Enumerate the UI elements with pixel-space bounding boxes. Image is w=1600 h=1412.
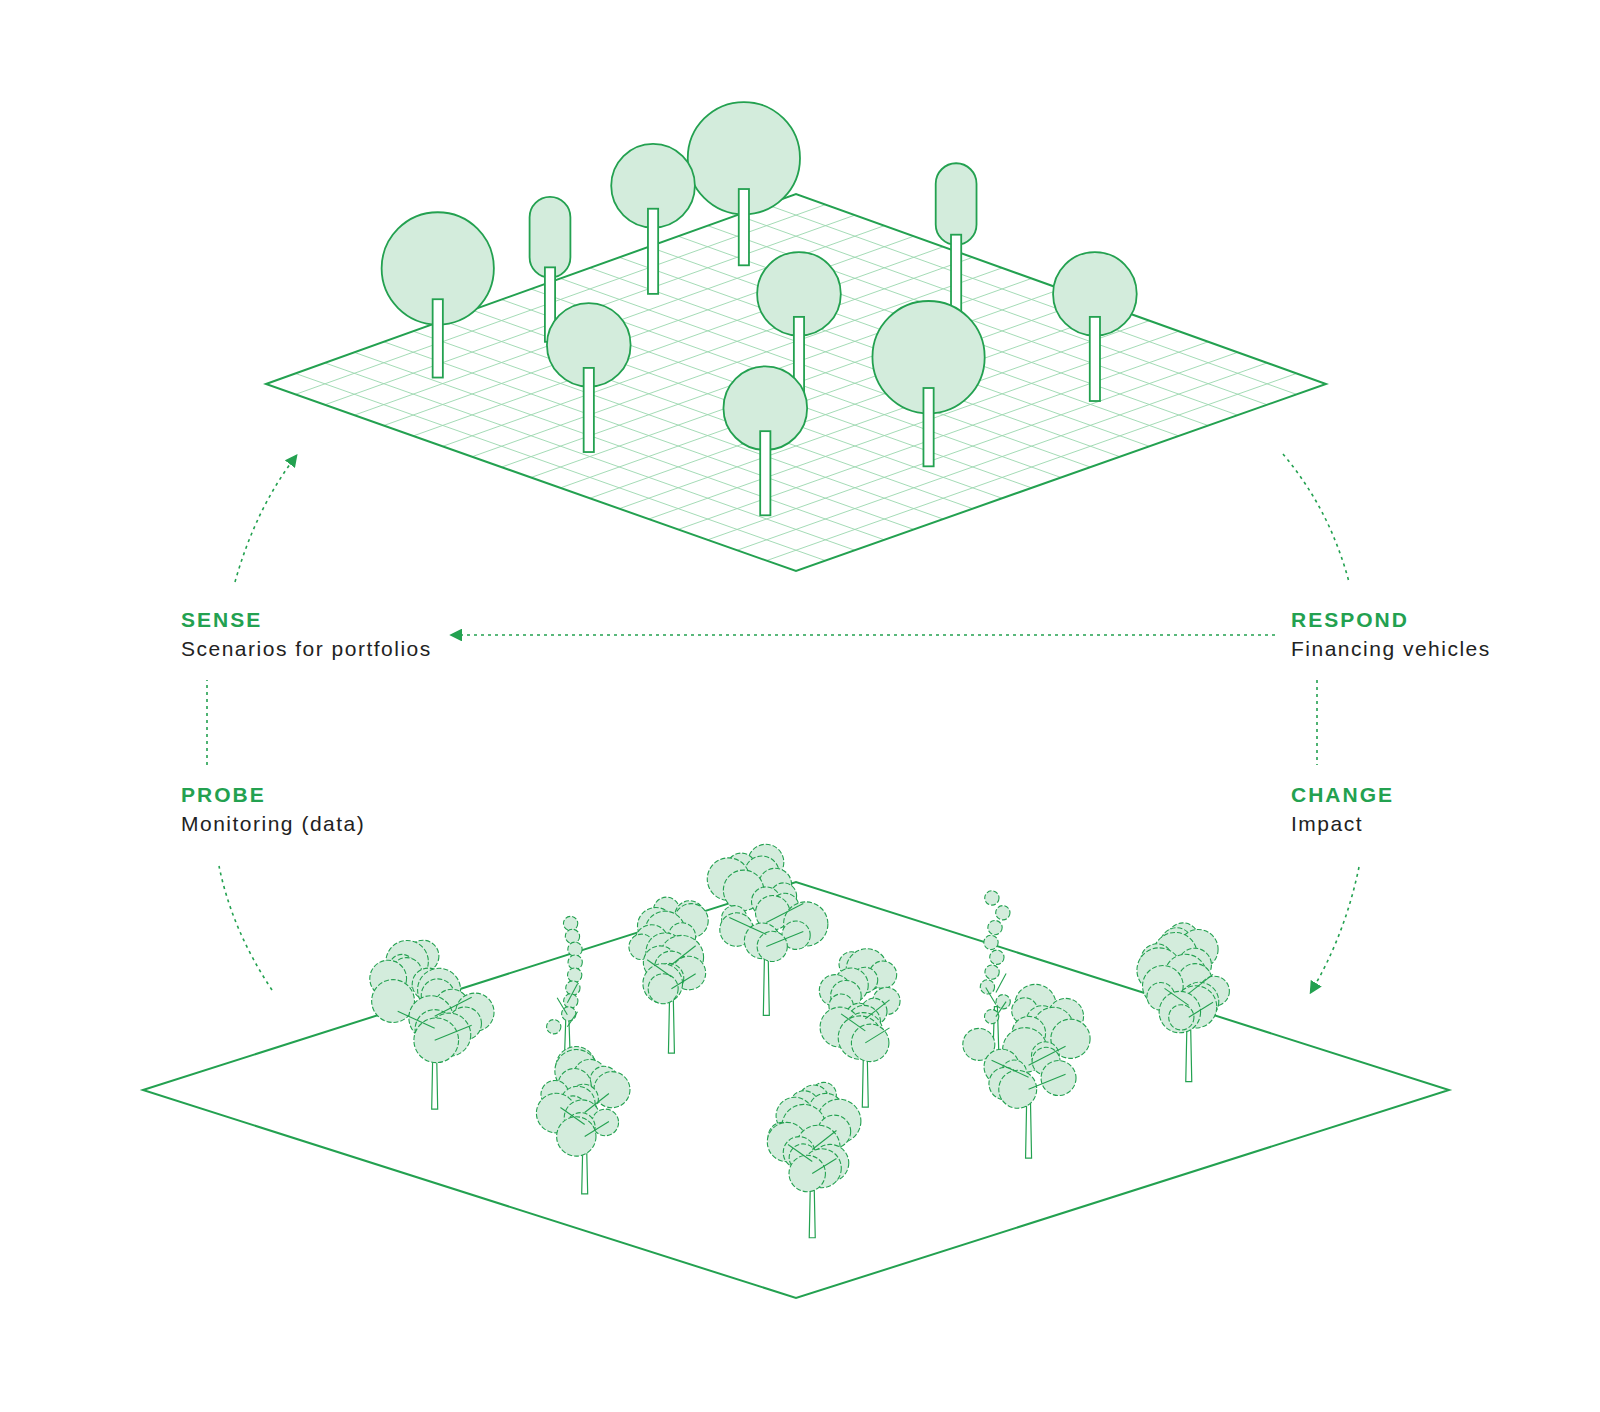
real-tree <box>767 1082 861 1237</box>
stage-description: Monitoring (data) <box>181 809 365 839</box>
grid-line <box>590 310 1120 498</box>
stage-label: CHANGEImpact <box>1285 777 1400 843</box>
real-tree <box>536 1047 630 1194</box>
stage-title: SENSE <box>181 606 432 634</box>
flow-connector <box>1316 680 1318 765</box>
grid-line <box>560 300 1090 488</box>
real-tree <box>819 949 900 1107</box>
grid-line <box>767 205 1297 395</box>
grid-line <box>590 268 1120 457</box>
grid-line <box>767 373 1297 560</box>
real-tree <box>547 916 583 1061</box>
stage-title: PROBE <box>181 781 365 809</box>
stage-description: Financing vehicles <box>1291 634 1491 664</box>
cycle-arc <box>219 866 272 990</box>
grid-line <box>531 289 1061 478</box>
model-tree <box>936 163 977 311</box>
model-tree <box>1053 252 1137 401</box>
flow-connector <box>206 680 208 765</box>
model-tree <box>382 212 494 377</box>
stage-label: PROBEMonitoring (data) <box>175 777 371 843</box>
cycle-arc <box>235 456 296 582</box>
ground-plane <box>143 882 1449 1298</box>
real-tree <box>370 940 494 1109</box>
grid-line <box>737 215 1267 405</box>
stage-title: CHANGE <box>1291 781 1394 809</box>
stage-label: RESPONDFinancing vehicles <box>1285 602 1497 668</box>
real-tree <box>1137 923 1229 1082</box>
model-tree <box>723 366 807 515</box>
model-tree <box>547 303 631 452</box>
grid-line <box>737 363 1267 550</box>
stage-description: Impact <box>1291 809 1394 839</box>
stage-label: SENSEScenarios for portfolios <box>175 602 438 668</box>
grid-line <box>531 289 1061 478</box>
cycle-arc <box>1311 867 1359 992</box>
stage-description: Scenarios for portfolios <box>181 634 432 664</box>
grid-plane <box>266 194 1326 571</box>
cycle-arc <box>1283 454 1349 582</box>
real-tree <box>629 897 708 1053</box>
model-tree <box>611 144 695 294</box>
real-tree <box>707 844 828 1015</box>
model-tree <box>688 102 800 265</box>
stage-title: RESPOND <box>1291 606 1491 634</box>
model-tree <box>872 301 984 466</box>
flow-connector <box>452 634 1275 636</box>
real-tree <box>963 984 1090 1158</box>
